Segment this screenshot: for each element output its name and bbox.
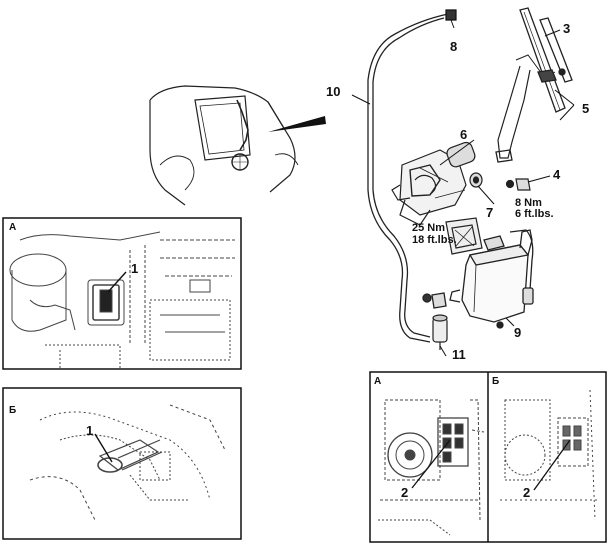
callout-11: 11 <box>452 347 466 362</box>
washer-tube <box>367 13 449 343</box>
callout-5: 5 <box>582 101 590 116</box>
washer-pump <box>432 314 448 350</box>
nozzle-part-8 <box>445 9 457 21</box>
callout-2-left: 2 <box>401 485 409 500</box>
fuse-panels <box>369 371 607 543</box>
pointer-arrow <box>268 116 326 132</box>
callout-9: 9 <box>514 325 522 340</box>
callout-10: 10 <box>326 84 341 99</box>
callout-7: 7 <box>486 205 494 220</box>
leader-lines <box>351 19 575 357</box>
torque-motor-nm: 25 Nm <box>412 222 446 234</box>
callout-1-bottom: 1 <box>86 423 94 438</box>
panel-label-b-switch: Б <box>9 405 17 416</box>
grommet-part-7 <box>469 172 483 188</box>
callout-8: 8 <box>450 39 458 54</box>
washer-reservoir <box>422 229 534 329</box>
callout-1-top: 1 <box>131 261 139 276</box>
panel-label-a-fuse: A <box>374 376 382 387</box>
callout-3: 3 <box>563 21 571 36</box>
vehicle-rear-outline <box>149 85 299 206</box>
callout-4: 4 <box>553 167 561 182</box>
nut-part-4 <box>505 178 531 191</box>
wiper-motor <box>391 141 476 226</box>
callout-6: 6 <box>460 127 468 142</box>
panel-label-b-fuse: Б <box>492 376 500 387</box>
torque-motor-ftlbs: 18 ft.lbs. <box>412 234 457 246</box>
mounting-bracket <box>445 217 483 255</box>
torque-arm-ftlbs: 6 ft.lbs. <box>515 208 554 220</box>
switch-panel-b <box>2 387 242 540</box>
switch-panel-a <box>2 217 242 370</box>
panel-label-a-switch: A <box>9 222 17 233</box>
wiper-blade-assembly <box>495 7 573 163</box>
callout-2-right: 2 <box>523 485 531 500</box>
torque-arm-nm: 8 Nm <box>515 197 542 209</box>
